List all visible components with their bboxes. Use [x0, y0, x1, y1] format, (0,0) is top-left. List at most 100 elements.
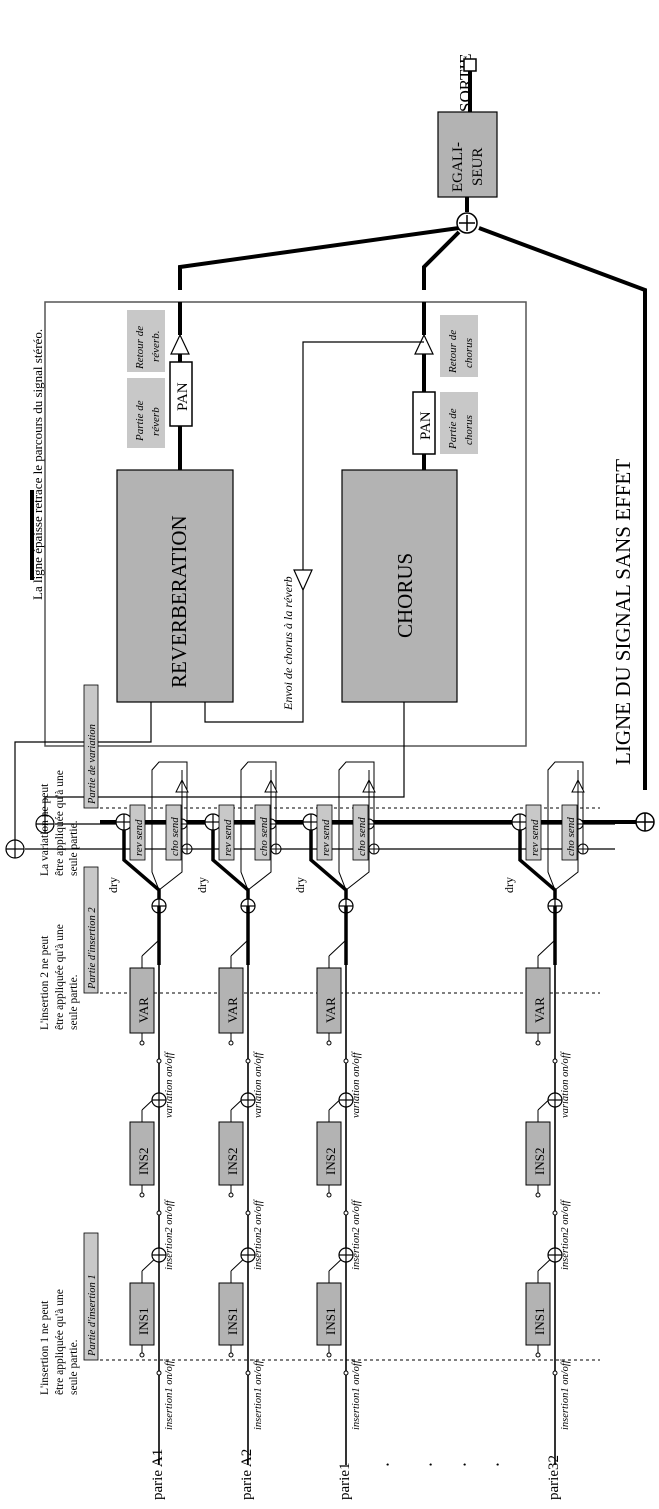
legend-text: La ligne épaisse retrace le parcours du …	[30, 329, 45, 600]
block-label-ins2: INS2	[136, 1148, 151, 1175]
rev-send-line	[338, 761, 375, 891]
reverb-input-line	[14, 702, 152, 855]
ellipsis-dot: ·	[385, 1457, 390, 1474]
effects-frame	[44, 301, 527, 747]
insertion-note-1-line-3: seule partie.	[68, 1339, 80, 1395]
switch-label-2: insertion2 on/off	[253, 1198, 264, 1270]
insertion-note-2-line-2: être appliquée qu'à une	[54, 924, 66, 1030]
dry-label: dry	[293, 877, 307, 893]
insertion-tag-2	[83, 866, 99, 994]
switch-label-3: variation on/off	[351, 1050, 362, 1118]
block-label-ins1: INS1	[323, 1308, 338, 1335]
reverb-part-tag	[127, 378, 165, 448]
chorus-pan-label: PAN	[418, 411, 434, 440]
part-label: parie A1	[150, 1449, 166, 1500]
insertion-tag-label-3: Partie de variation	[87, 724, 98, 805]
insertion-tag-3	[83, 684, 99, 809]
switch-label-3: variation on/off	[253, 1050, 264, 1118]
block-label-var: VAR	[323, 997, 338, 1023]
part-dry-line	[309, 822, 348, 905]
chorus-to-reverb-amp-icon	[293, 569, 313, 592]
block-return-link	[328, 939, 347, 957]
chorus-return-line	[422, 230, 461, 290]
switch-label-2: insertion2 on/off	[164, 1198, 175, 1270]
part-label: parie1	[337, 1463, 353, 1500]
ellipsis-dot: ·	[495, 1457, 500, 1474]
reverb-return-line	[178, 226, 460, 290]
switch-icon-1	[245, 1370, 251, 1376]
switch-icon-3	[552, 1058, 558, 1064]
switch-label-1: insertion1 on/off	[351, 1358, 362, 1430]
output-jack-icon	[463, 58, 477, 72]
cho-send-label: cho send	[169, 817, 181, 856]
eq-label-2: SEUR	[470, 148, 486, 186]
ellipsis-dot: ·	[495, 1457, 500, 1474]
chorus-part-tag	[440, 392, 478, 454]
chorus-label: CHORUS	[393, 553, 417, 638]
insertion-tag-1	[83, 1232, 99, 1361]
block-label-var: VAR	[225, 997, 240, 1023]
switch-label-1: insertion1 on/off	[164, 1358, 175, 1430]
ellipsis-dot: ·	[385, 1457, 390, 1474]
dry-label: dry	[106, 877, 120, 893]
rev-send-tag	[525, 804, 542, 861]
ellipsis-dot: ·	[428, 1457, 433, 1474]
reverb-pan-label: PAN	[175, 382, 191, 411]
switch-label-3: variation on/off	[560, 1050, 571, 1118]
switch-icon-2	[552, 1210, 558, 1216]
chorus-return-label-1: Retour de	[447, 330, 459, 374]
reverb-return-amp-icon	[170, 333, 190, 355]
dry-signal-line	[478, 226, 647, 790]
switch-label-1: insertion1 on/off	[560, 1358, 571, 1430]
insertion-tag-label-1: Partie d'insertion 1	[87, 1274, 98, 1357]
ellipsis-dot: ·	[462, 1457, 467, 1474]
block-label-ins2: INS2	[225, 1148, 240, 1175]
switch-node-icon	[326, 1192, 332, 1198]
switch-node-icon	[228, 1192, 234, 1198]
reverb-part-label-1: Partie de	[134, 400, 146, 442]
switch-icon-1	[552, 1370, 558, 1376]
block-label-var: VAR	[532, 997, 547, 1023]
insertion-note-3-line-3: seule partie.	[68, 820, 80, 876]
cho-send-tag	[561, 804, 578, 861]
chorus-return-label-2: chorus	[463, 338, 475, 368]
dry-label: dry	[195, 877, 209, 893]
ellipsis-dot: ·	[385, 1457, 390, 1474]
cho-send-label: cho send	[565, 817, 577, 856]
switch-node-icon	[535, 1192, 541, 1198]
block-return-link	[230, 939, 249, 957]
rev-send-line	[547, 761, 584, 891]
switch-label-2: insertion2 on/off	[351, 1198, 362, 1270]
block-ins1	[316, 1282, 342, 1346]
ellipsis-dot: ·	[462, 1457, 467, 1474]
part-dry-line	[518, 822, 557, 905]
eq-block	[437, 111, 498, 198]
chorus-block	[341, 469, 458, 703]
insertion-tag-label-2: Partie d'insertion 2	[87, 907, 98, 990]
switch-node-icon	[326, 1352, 332, 1358]
block-var	[316, 967, 342, 1034]
chorus-part-label-2: chorus	[463, 415, 475, 445]
chorus-return-amp-icon	[414, 333, 434, 355]
part-dry-line	[122, 822, 161, 905]
rev-send-label: rev send	[222, 819, 234, 856]
switch-icon-3	[343, 1058, 349, 1064]
part-dry-line	[211, 822, 250, 905]
chorus-return-tag	[440, 315, 478, 377]
ellipsis-dot: ·	[428, 1457, 433, 1474]
part-label: parie32	[546, 1455, 562, 1500]
part-label: parie A2	[239, 1449, 255, 1500]
rev-send-label: rev send	[320, 819, 332, 856]
insertion-note-2-line-1: L'insertion 2 ne peut	[39, 935, 51, 1030]
cho-send-tag	[165, 804, 182, 861]
switch-label-2: insertion2 on/off	[560, 1198, 571, 1270]
block-ins2	[218, 1121, 244, 1186]
rev-send-tag	[129, 804, 146, 861]
rev-send-line	[240, 761, 277, 891]
